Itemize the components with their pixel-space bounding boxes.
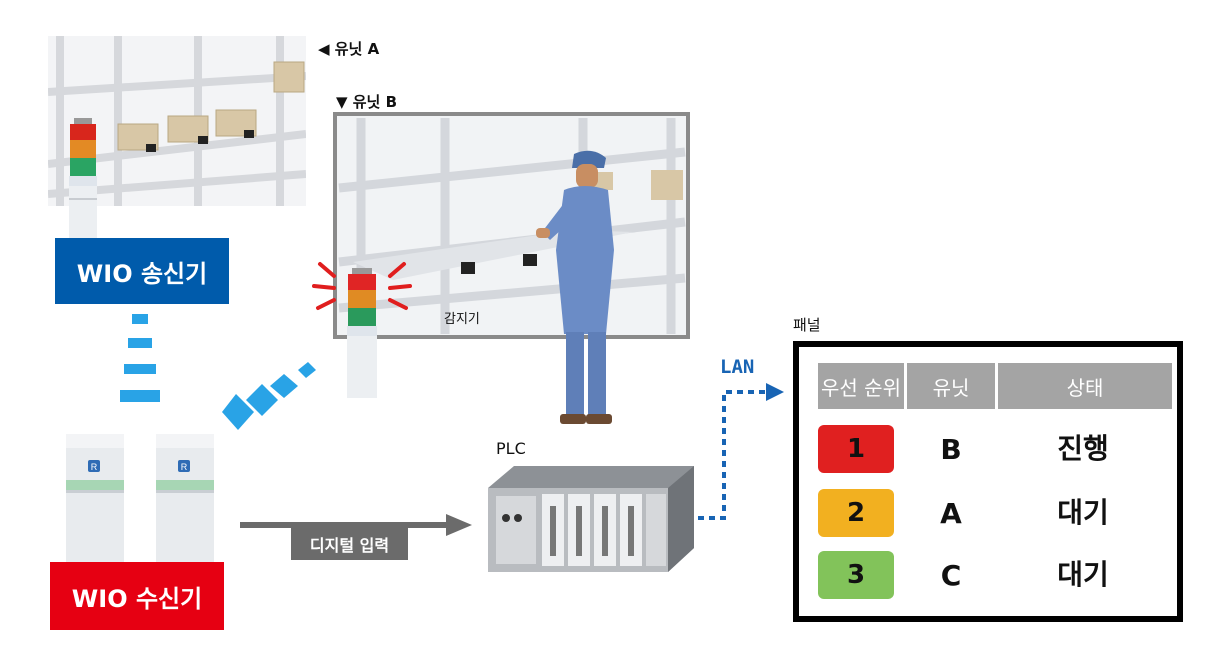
- wio-receiver-label: WIO 수신기: [50, 562, 224, 630]
- svg-text:R: R: [181, 462, 188, 472]
- panel-status-cell: 진행: [1057, 432, 1109, 465]
- wireless-signal-icon: [222, 362, 316, 430]
- wio-receiver-device-icon: R: [66, 434, 124, 566]
- panel-header-unit: 유닛: [907, 363, 995, 409]
- panel-status-cell: 대기: [1057, 558, 1109, 591]
- panel-header-priority: 우선 순위: [818, 363, 904, 409]
- panel-unit-cell: A: [940, 496, 962, 530]
- unit-a-label: ◀ 유닛 A: [318, 40, 380, 58]
- panel-title: 패널: [793, 316, 821, 334]
- wio-receiver-device-icon: R: [156, 434, 214, 566]
- priority-badge: 3: [818, 551, 894, 599]
- panel-header-status: 상태: [998, 363, 1172, 409]
- priority-panel: 우선 순위 유닛 상태 1 B 진행 2 A 대기 3 C 대기: [793, 341, 1183, 622]
- panel-status-cell: 대기: [1057, 496, 1109, 529]
- unit-b-label: ▼ 유닛 B: [336, 93, 398, 111]
- digital-input-label: 디지털 입력: [291, 528, 408, 560]
- wio-transmitter-label: WIO 송신기: [55, 238, 229, 304]
- lan-connection-arrow: [698, 383, 784, 520]
- panel-unit-cell: C: [940, 558, 962, 592]
- signal-tower-icon: [69, 118, 97, 250]
- panel-unit-cell: B: [940, 432, 962, 466]
- worker-icon: [536, 150, 614, 424]
- priority-badge: 2: [818, 489, 894, 537]
- plc-label: PLC: [496, 439, 526, 458]
- lan-label: LAN: [720, 356, 755, 378]
- svg-text:R: R: [91, 462, 98, 472]
- wireless-signal-icon: [120, 314, 160, 402]
- plc-icon: [488, 466, 694, 572]
- sensor-label: 감지기: [444, 312, 480, 327]
- signal-tower-flashing-icon: [312, 262, 412, 398]
- priority-badge: 1: [818, 425, 894, 473]
- digital-input-arrow: [240, 514, 472, 536]
